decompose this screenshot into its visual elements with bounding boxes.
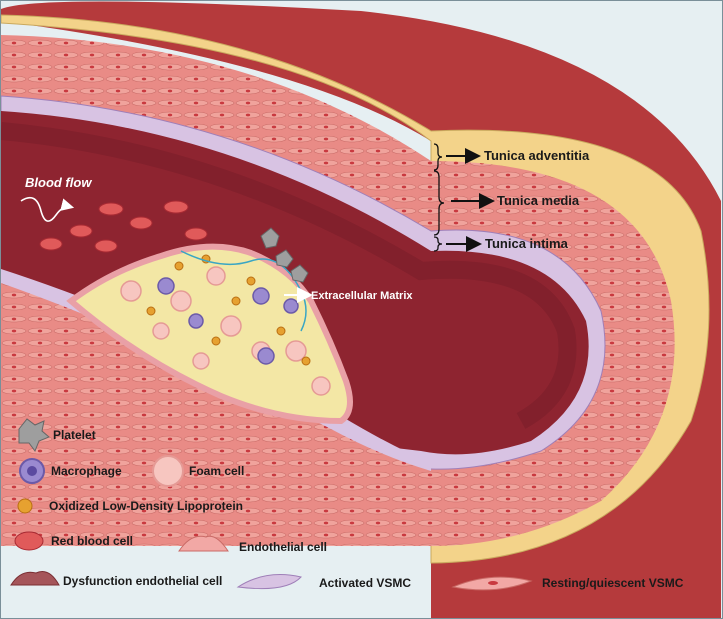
legend-macrophage: Macrophage: [51, 464, 122, 478]
label-tunica-media: Tunica media: [497, 193, 580, 208]
layer-braces: [433, 143, 445, 252]
label-tunica-adventitia: Tunica adventitia: [484, 148, 590, 163]
dysfunction-endothelial-cell-legend-icon: [10, 571, 60, 586]
macrophages: [157, 277, 299, 365]
media-layer-bottom: [1, 276, 431, 546]
legend: Platelet Macrophage Foam cell Oxidized L…: [10, 418, 684, 591]
label-blood-flow: Blood flow: [25, 175, 92, 190]
extracellular-matrix-fibers: [180, 250, 307, 332]
legend-foam-cell: Foam cell: [189, 464, 244, 478]
red-blood-cell-legend-icon: [14, 531, 44, 551]
legend-resting-vsmc: Resting/quiescent VSMC: [542, 576, 684, 590]
legend-endothelial-cell: Endothelial cell: [239, 540, 327, 554]
endothelial-cell-legend-icon: [178, 535, 229, 552]
legend-platelet: Platelet: [53, 428, 96, 442]
oxidized-ldl-particles: [146, 254, 311, 366]
foam-cell-legend-icon: [152, 455, 184, 487]
blood-flow-arrow: [20, 196, 75, 222]
red-blood-cells: [39, 200, 208, 253]
activated-vsmc-legend-icon: [236, 574, 302, 590]
legend-dysfunction-endothelial-cell: Dysfunction endothelial cell: [63, 574, 222, 588]
platelets: [260, 227, 309, 283]
label-extracellular-matrix: Extracellular Matrix: [311, 290, 413, 302]
platelet-legend-icon: [18, 418, 50, 453]
legend-red-blood-cell: Red blood cell: [51, 534, 133, 548]
label-tunica-intima: Tunica intima: [485, 236, 569, 251]
legend-activated-vsmc: Activated VSMC: [319, 576, 411, 590]
legend-oxidized-ldl: Oxidized Low-Density Lipoprotein: [49, 499, 243, 513]
oxidized-ldl-legend-icon: [17, 498, 33, 514]
